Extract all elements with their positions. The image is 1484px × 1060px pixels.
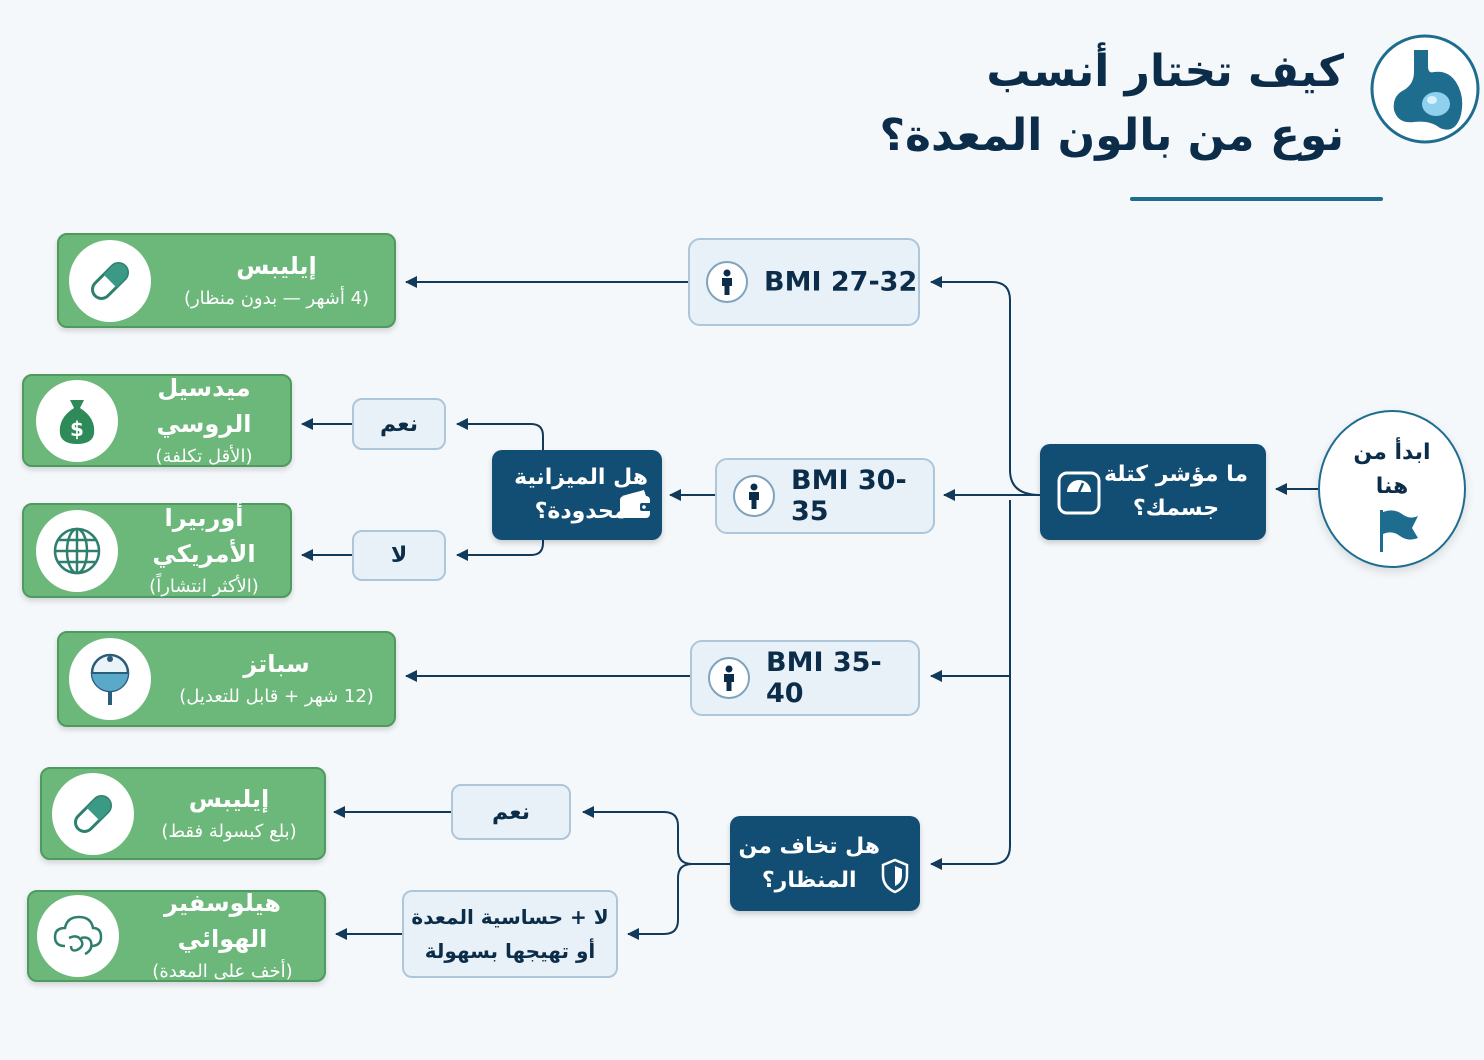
result-title: هيلوسفير الهوائي [164,889,281,953]
shield-icon [880,858,910,898]
question-bmi-line-2: جسمك؟ [1132,496,1220,521]
result-spatz: سباتز (12 شهر + قابل للتعديل) [57,631,396,727]
scale-icon [1056,470,1102,520]
adjustable-balloon-icon [69,638,151,720]
bmi-range-35-40: BMI 35-40 [690,640,920,716]
question-endoscope: هل تخاف من المنظار؟ [730,816,920,911]
money-bag-icon: $ [36,379,118,462]
svg-text:$: $ [70,417,84,441]
bmi-range-label: BMI 30-35 [791,465,907,527]
question-endoscope-line-2: المنظار؟ [761,867,857,893]
pill-icon [69,239,151,322]
answer-no-sensitive: لا + حساسية المعدة أو تهيجها بسهولة [402,890,618,978]
result-heliosphere: هيلوسفير الهوائي (أخف على المعدة) [27,889,326,982]
result-title: إيليبس [236,251,317,280]
result-elipse-27-32: إيليبس (4 أشهر — بدون منظار) [57,233,396,328]
result-title: سباتز [243,650,310,678]
title-line-1: كيف تختار أنسب [986,46,1344,97]
globe-icon [36,509,118,592]
result-title: أوربيرا الأمريكي [152,503,256,568]
question-budget-line-1: هل الميزانية [514,465,648,490]
question-bmi: ما مؤشر كتلة جسمك؟ [1040,444,1266,540]
air-cloud-icon [37,895,119,977]
result-subtitle: (12 شهر + قابل للتعديل) [179,686,374,707]
result-subtitle: (بلع كبسولة فقط) [161,820,297,842]
question-budget: هل الميزانية محدودة؟ [492,450,662,540]
wallet-icon [618,488,654,524]
arrow-question-to-bmi-27-32 [930,276,1041,496]
result-title: ميدسيل الروسي [156,373,252,438]
question-bmi-line-1: ما مؤشر كتلة [1103,462,1248,487]
start-label-1: ابدأ من [1353,440,1431,465]
person-icon [708,657,750,699]
bmi-range-label: BMI 27-32 [764,266,918,298]
result-medsil: $ ميدسيل الروسي (الأقل تكلفة) [22,374,292,467]
page-title: كيف تختار أنسب نوع من بالون المعدة؟ [879,40,1344,168]
answer-no-sensitive-line-1: لا + حساسية المعدة [411,905,609,929]
arrow-budget-to-yes [456,418,544,450]
arrow-question-to-endoscope [930,676,1011,870]
title-line-2: نوع من بالون المعدة؟ [879,110,1344,161]
answer-yes-endoscope: نعم [451,784,571,840]
arrow-question-to-bmi-35-40 [930,500,1011,682]
result-subtitle: (أخف على المعدة) [152,961,293,982]
person-icon [706,261,748,303]
start-node: ابدأ من هنا [1318,410,1466,568]
result-subtitle: (الأقل تكلفة) [155,445,253,467]
bmi-range-27-32: BMI 27-32 [688,238,920,326]
answer-no-sensitive-line-2: أو تهيجها بسهولة [424,939,596,963]
start-label-2: هنا [1375,474,1409,499]
bmi-range-30-35: BMI 30-35 [715,458,935,534]
answer-yes-budget: نعم [352,398,446,450]
arrow-endoscope-to-no [627,863,730,940]
bmi-range-label: BMI 35-40 [766,647,882,709]
arrow-budget-to-no [456,540,544,561]
question-endoscope-line-1: هل تخاف من [738,833,880,859]
flag-icon [1376,508,1420,558]
stomach-icon [1370,32,1480,146]
result-orbera: أوربيرا الأمريكي (الأكثر انتشاراً) [22,503,292,598]
result-title: إيليبس [188,784,270,813]
person-icon [733,475,775,517]
result-subtitle: (4 أشهر — بدون منظار) [183,287,370,309]
pill-icon [52,772,134,855]
arrow-endoscope-to-yes [582,806,730,865]
result-elipse-capsule: إيليبس (بلع كبسولة فقط) [40,767,326,860]
title-underline [1130,197,1383,201]
result-subtitle: (الأكثر انتشاراً) [149,575,259,597]
question-budget-line-2: محدودة؟ [534,499,628,524]
answer-no-budget: لا [352,530,446,581]
